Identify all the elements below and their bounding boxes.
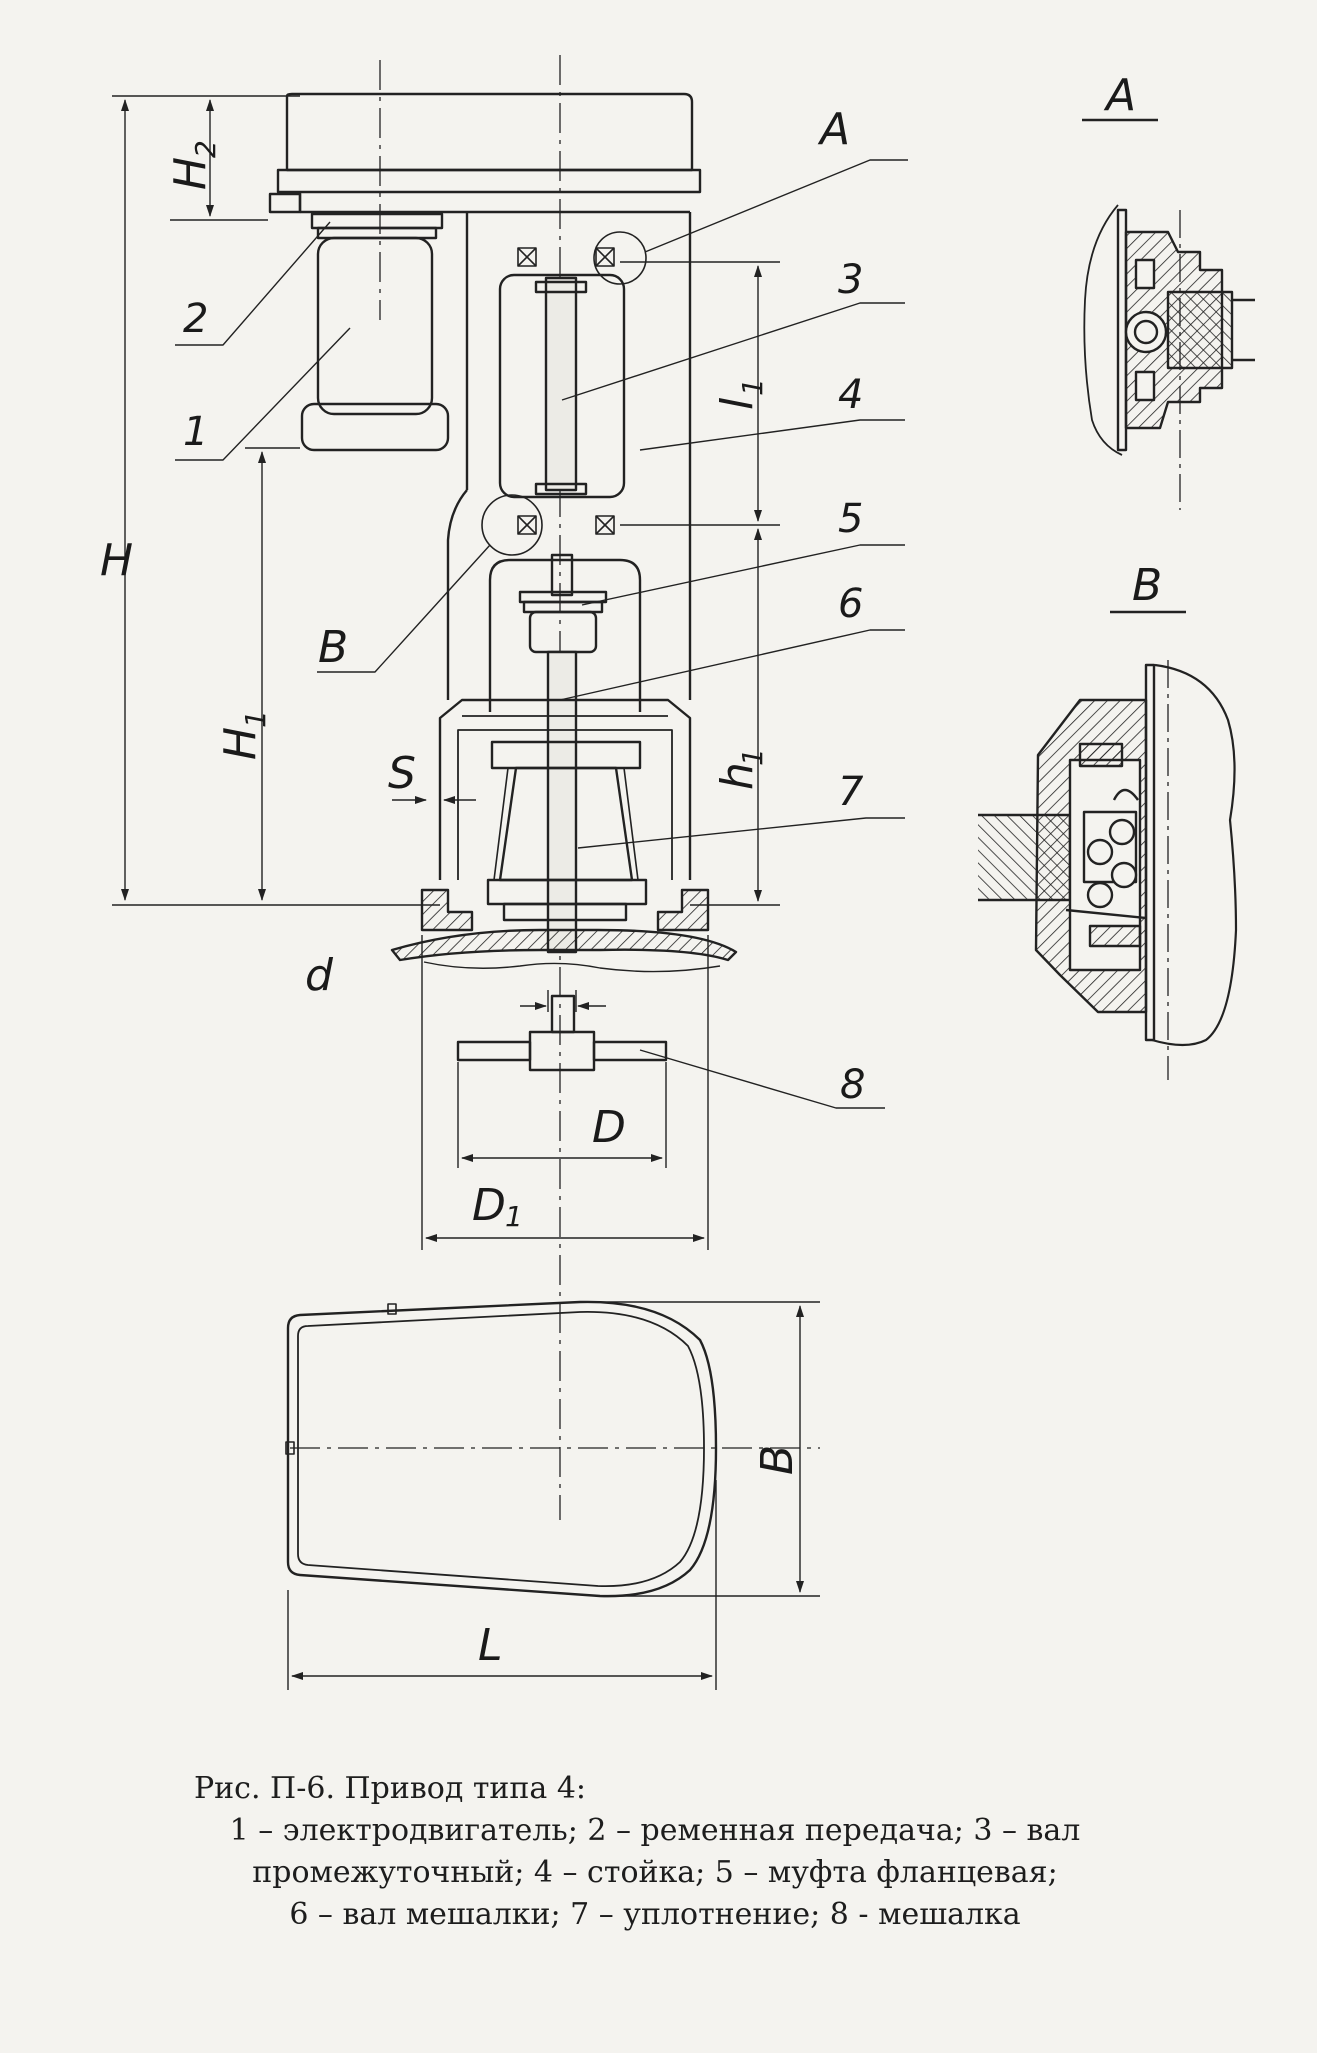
label-L: L bbox=[478, 1620, 503, 1671]
label-B-dimension: B bbox=[752, 1445, 803, 1475]
callout-3: 3 bbox=[838, 257, 863, 303]
svg-text:1: 1 bbox=[736, 748, 769, 766]
label-H1: H 1 bbox=[215, 710, 272, 760]
dimension-lines-plan bbox=[287, 1301, 820, 1690]
view-title-A: A bbox=[1103, 70, 1136, 121]
callout-4: 4 bbox=[838, 372, 863, 418]
label-S: S bbox=[388, 748, 416, 799]
caption-title: Рис. П-6. Привод типа 4: bbox=[194, 1771, 587, 1806]
base-plate-plan bbox=[285, 1300, 718, 1598]
svg-text:1: 1 bbox=[736, 378, 769, 396]
callout-2: 2 bbox=[183, 296, 208, 342]
callout-8: 8 bbox=[840, 1062, 865, 1108]
label-D: D bbox=[592, 1102, 626, 1153]
svg-text:2: 2 bbox=[189, 140, 222, 158]
label-D1: D 1 bbox=[472, 1180, 523, 1233]
dimension-lines-right bbox=[620, 261, 780, 906]
view-title-B: B bbox=[1132, 560, 1162, 611]
detail-ref-B: B bbox=[318, 622, 348, 673]
detail-view-a bbox=[1082, 118, 1255, 510]
belt-drive bbox=[310, 212, 444, 240]
callout-6: 6 bbox=[838, 581, 863, 627]
svg-text:H: H bbox=[215, 727, 266, 760]
mixer-shaft bbox=[546, 650, 578, 954]
intermediate-shaft bbox=[534, 276, 588, 496]
dimension-lines-left bbox=[112, 95, 476, 906]
label-h1: h 1 bbox=[712, 748, 769, 790]
callout-1: 1 bbox=[183, 409, 208, 455]
callout-5: 5 bbox=[838, 496, 863, 542]
caption-legend-line-1: 1 – электродвигатель; 2 – ременная перед… bbox=[229, 1813, 1081, 1848]
detail-circles bbox=[481, 231, 647, 556]
detail-view-b bbox=[978, 610, 1238, 1080]
label-H: H bbox=[100, 535, 133, 586]
callout-7: 7 bbox=[838, 769, 864, 815]
base-flange bbox=[390, 888, 738, 973]
svg-text:D: D bbox=[472, 1180, 506, 1231]
leader-lines bbox=[175, 159, 908, 1109]
mixer-stirrer bbox=[456, 994, 668, 1072]
svg-text:l: l bbox=[712, 397, 763, 410]
stand-column bbox=[446, 212, 692, 712]
caption-legend-line-2: промежуточный; 4 – стойка; 5 – муфта фла… bbox=[252, 1855, 1058, 1890]
label-d: d bbox=[305, 950, 334, 1001]
callout-numbers: 1 2 3 4 5 6 7 8 bbox=[183, 257, 865, 1108]
svg-text:h: h bbox=[712, 762, 763, 790]
label-H2: H 2 bbox=[165, 140, 222, 190]
svg-text:H: H bbox=[165, 157, 216, 190]
caption-legend-line-3: 6 – вал мешалки; 7 – уплотнение; 8 - меш… bbox=[289, 1897, 1021, 1932]
label-l1: l 1 bbox=[712, 378, 769, 410]
seal-housing bbox=[438, 698, 692, 922]
motor-cover bbox=[268, 92, 702, 214]
detail-ref-A: A bbox=[817, 104, 850, 155]
svg-text:1: 1 bbox=[239, 710, 272, 728]
svg-text:1: 1 bbox=[505, 1200, 523, 1233]
detail-reference-labels: A B A B bbox=[318, 70, 1162, 673]
electric-motor bbox=[300, 236, 450, 452]
bearing-markers bbox=[517, 247, 615, 535]
flange-coupling bbox=[518, 553, 608, 654]
dimension-labels: H H 2 H 1 l 1 h 1 S d D D 1 B L bbox=[100, 140, 803, 1671]
figure-caption: Рис. П-6. Привод типа 4: 1 – электродвиг… bbox=[150, 1768, 1160, 1936]
dimension-lines-bottom bbox=[421, 935, 709, 1250]
